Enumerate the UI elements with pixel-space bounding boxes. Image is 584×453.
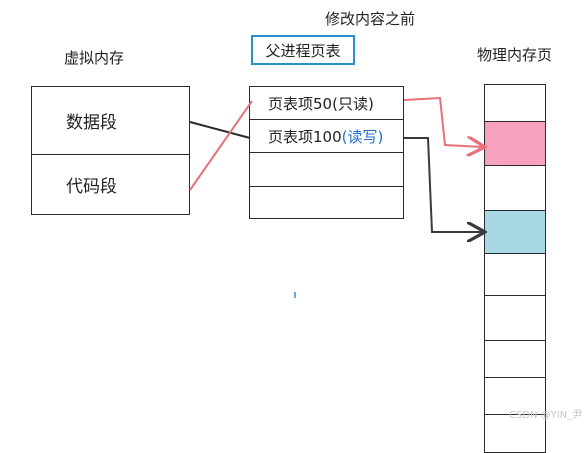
physical-frame xyxy=(485,296,545,341)
physical-frame xyxy=(485,254,545,296)
physical-frame xyxy=(485,122,545,166)
code-segment-to-entry50-line xyxy=(189,100,253,191)
page-table-label: 父进程页表 xyxy=(265,41,341,60)
data-segment: 数据段 xyxy=(32,87,189,155)
virtual-memory-box: 数据段 代码段 xyxy=(31,86,190,215)
entry-text: 页表项100 xyxy=(268,127,342,146)
diagram-title: 修改内容之前 xyxy=(325,10,416,28)
page-table-entry-50: 页表项50 (只读) xyxy=(250,87,403,120)
physical-frame xyxy=(485,166,545,211)
physical-frame xyxy=(485,341,545,378)
physical-frame xyxy=(485,85,545,122)
virtual-memory-label: 虚拟内存 xyxy=(64,49,125,67)
data-segment-label: 数据段 xyxy=(66,113,117,133)
connector-layer xyxy=(189,96,584,298)
page-table-label-box: 父进程页表 xyxy=(251,35,355,65)
physical-frame xyxy=(485,211,545,254)
entry-text: 页表项50 xyxy=(268,94,333,113)
code-segment: 代码段 xyxy=(32,155,189,213)
entry100-to-frame-arrow xyxy=(404,137,483,232)
code-segment-label: 代码段 xyxy=(66,176,117,197)
page-table: 页表项50 (只读) 页表项100 (读写) xyxy=(249,86,404,219)
watermark: CSDN @YIN_尹 xyxy=(509,410,583,421)
page-table-empty-row xyxy=(250,153,403,187)
entry50-to-frame-arrow xyxy=(403,96,483,147)
physical-frame xyxy=(485,378,545,415)
entry-permission: (只读) xyxy=(332,94,374,113)
page-table-entry-100: 页表项100 (读写) xyxy=(250,120,403,153)
entry-permission: (读写) xyxy=(341,127,384,146)
data-segment-to-entry100-line xyxy=(189,121,251,139)
physical-memory-label: 物理内存页 xyxy=(477,46,553,64)
